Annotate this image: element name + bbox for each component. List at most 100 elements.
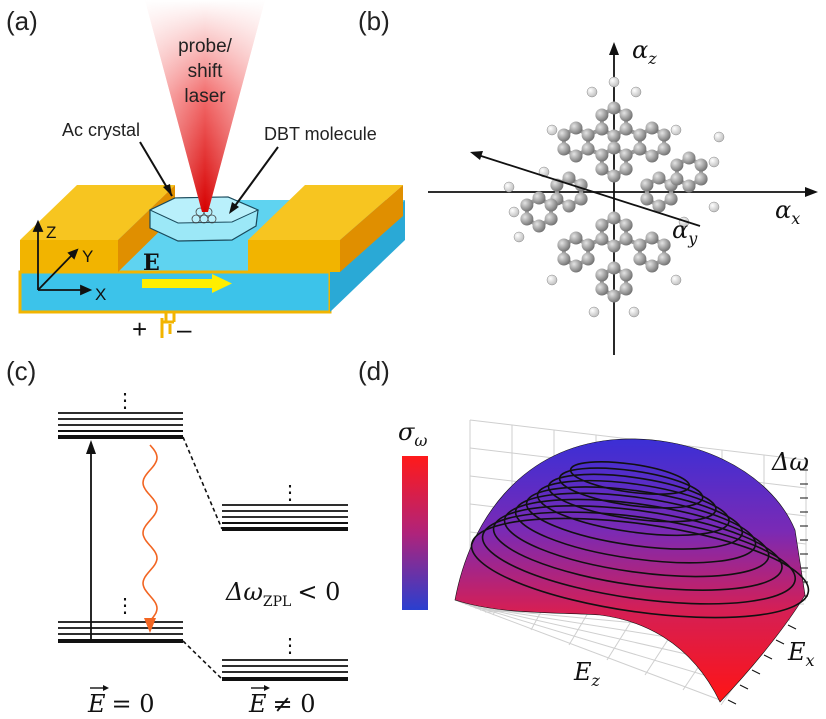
carbon-atom [557, 128, 571, 142]
minus-sign: – [177, 314, 192, 344]
dots-ground-zero: ⋮ [115, 595, 135, 617]
axis-x-label: X [95, 285, 106, 304]
hydrogen-atom [586, 86, 598, 98]
carbon-atom [657, 252, 671, 266]
field-label: E [143, 250, 160, 276]
carbon-atom [532, 191, 546, 205]
carbon-atom [619, 232, 633, 246]
carbon-atom [619, 162, 633, 176]
ac-crystal-label: Ac crystal [62, 120, 140, 140]
laser-text-2: shift [188, 61, 224, 82]
e-z-axis-label: Ez [573, 658, 601, 690]
svg-text:E≠ 0: E≠ 0 [248, 690, 316, 718]
laser-text-1: probe/ [178, 36, 233, 57]
panel-b: (b) αz αx αy [358, 6, 818, 355]
carbon-atom [640, 192, 654, 206]
carbon-atom [657, 238, 671, 252]
colorbar [402, 456, 428, 610]
hydrogen-atom [670, 274, 682, 286]
e-zero-label: E= 0 [87, 685, 155, 718]
colorbar-sigma: σ [398, 418, 415, 446]
alpha-z-label: αz [632, 36, 657, 68]
panel-label-d: (d) [358, 356, 390, 386]
alpha-x-sub: x [791, 209, 800, 228]
field-arrow-head [212, 274, 232, 293]
contour-line [481, 511, 797, 605]
panel-a: (a) [6, 0, 405, 344]
carbon-atom [619, 268, 633, 282]
excited-levels-field [222, 504, 348, 531]
laser-beam [145, 0, 265, 212]
carbon-atom [670, 172, 684, 186]
hydrogen-atom [546, 274, 558, 286]
hydrogen-atom [628, 306, 640, 318]
e-nonzero-symbol: E [248, 690, 267, 718]
hydrogen-atom [513, 231, 525, 243]
hydrogen-atom [630, 86, 642, 98]
alpha-y-sub: y [687, 229, 698, 248]
emission-wavy-arrow [142, 444, 158, 620]
right-electrode [248, 185, 403, 272]
carbon-atom [607, 239, 621, 253]
e-x-axis-label: Ex [787, 638, 815, 670]
axes-triad [32, 219, 93, 296]
panel-label-a: (a) [6, 6, 38, 36]
svg-text:E= 0: E= 0 [87, 690, 155, 718]
carbon-atom [607, 129, 621, 143]
field-arrow-shaft [142, 279, 214, 288]
carbon-atom [645, 149, 659, 163]
carbon-atom [619, 108, 633, 122]
carbon-atom [595, 282, 609, 296]
carbon-atom [607, 289, 621, 303]
carbon-atom [619, 218, 633, 232]
carbon-atom [562, 199, 576, 213]
carbon-atom [633, 238, 647, 252]
panel-label-b: (b) [358, 6, 390, 36]
e-zero-rhs: = 0 [112, 690, 155, 718]
alpha-z-sub: z [647, 49, 657, 68]
emission-arrowhead [144, 618, 156, 633]
e-x-sub: x [806, 651, 815, 670]
excited-levels-zero-field [58, 412, 183, 439]
zpl-shift-rhs: < 0 [297, 578, 340, 606]
contour-line [492, 505, 783, 591]
carbon-atom [607, 169, 621, 183]
alpha-z-symbol: α [632, 36, 648, 64]
alpha-x-symbol: α [775, 196, 791, 224]
ground-levels-zero-field [58, 621, 183, 643]
carbon-atom [607, 101, 621, 115]
alpha-y-arrowhead [470, 151, 483, 160]
carbon-atom [633, 252, 647, 266]
hydrogen-atom [508, 206, 520, 218]
carbon-atom [581, 252, 595, 266]
carbon-atom [569, 259, 583, 273]
e-z-symbol: E [573, 658, 592, 686]
dbt-molecule-model [503, 76, 725, 318]
alpha-x-arrowhead [805, 187, 818, 197]
carbon-atom [682, 179, 696, 193]
carbon-atom [670, 158, 684, 172]
carbon-atom [595, 122, 609, 136]
battery-icon [160, 312, 176, 338]
panel-d: (d) σω Δω Ez Ex [358, 356, 815, 706]
carbon-atom [633, 128, 647, 142]
delta-omega-label: Δω [771, 448, 809, 476]
carbon-atom [657, 142, 671, 156]
carbon-atom [652, 199, 666, 213]
axis-y-label: Y [82, 247, 93, 266]
carbon-atom [640, 178, 654, 192]
e-z-sub: z [591, 671, 601, 690]
colorbar-label: σω [398, 418, 427, 450]
dbt-molecule-arrowhead [229, 202, 239, 214]
carbon-atom [657, 128, 671, 142]
alpha-y-label: αy [672, 216, 698, 248]
dots-excited-field: ⋮ [280, 482, 300, 504]
carbon-atom [557, 252, 571, 266]
carbon-atom [619, 282, 633, 296]
carbon-atom [544, 198, 558, 212]
e-nonzero-label: E≠ 0 [248, 685, 316, 718]
carbon-atom [694, 158, 708, 172]
hydrogen-atom [708, 156, 720, 168]
axis-z-label: Z [46, 223, 56, 242]
panel-label-c: (c) [6, 356, 36, 386]
